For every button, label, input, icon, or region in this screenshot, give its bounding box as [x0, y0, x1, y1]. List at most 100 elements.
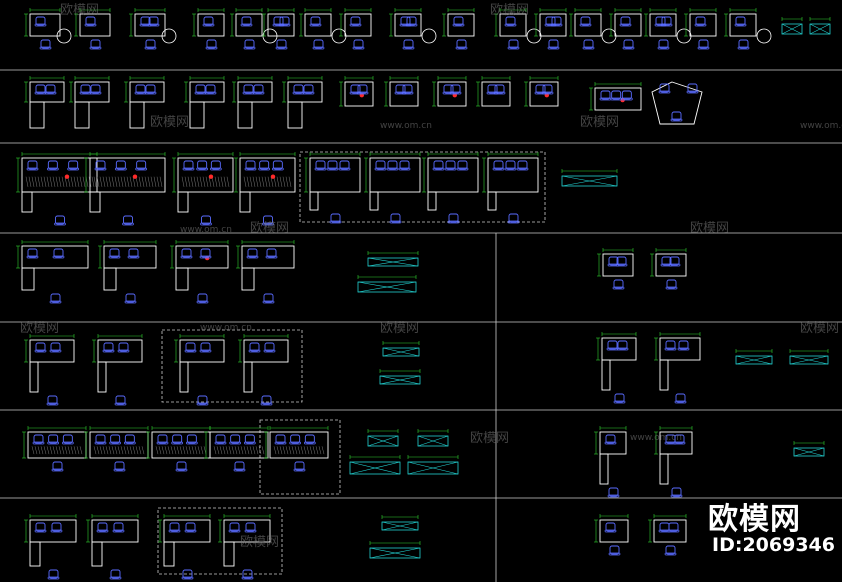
chair-icon — [147, 16, 160, 27]
desk-unit — [235, 13, 263, 37]
chair-icon — [49, 293, 62, 304]
desk-top — [344, 13, 372, 37]
desk-unit — [304, 13, 332, 37]
hatch-line — [67, 446, 71, 455]
hatch-line — [214, 176, 218, 187]
hatch-line — [288, 176, 292, 187]
desk-top — [729, 13, 757, 37]
chair-back — [243, 441, 256, 445]
chair-seat — [197, 395, 208, 405]
chair-back — [547, 46, 560, 50]
chair-back — [204, 91, 217, 95]
hatch-line — [82, 176, 86, 187]
chair-icon — [246, 248, 259, 259]
desk-top — [602, 253, 634, 277]
chair-back — [452, 23, 465, 27]
chair-back — [660, 23, 673, 27]
desk-unit — [29, 81, 65, 129]
chair-icon — [242, 84, 255, 95]
chair-seat — [695, 16, 706, 26]
desk-top — [594, 87, 642, 111]
chair-icon — [113, 461, 126, 472]
chair-back — [54, 222, 66, 226]
hatch-line — [303, 446, 307, 455]
chair-back — [52, 255, 65, 259]
chair-icon — [312, 39, 325, 50]
hatch-line — [58, 176, 62, 187]
chair-back — [51, 468, 64, 472]
chair-back — [329, 220, 342, 224]
hatch-line — [220, 176, 224, 187]
chair-back — [61, 441, 74, 445]
hatch-line — [123, 176, 127, 187]
hatch-line — [234, 446, 238, 455]
chair-back — [108, 255, 121, 259]
chair-seat — [51, 522, 62, 532]
desk-unit — [427, 157, 479, 211]
glass-panel-icon — [735, 355, 773, 365]
chair-seat — [113, 522, 124, 532]
chair-icon — [175, 461, 188, 472]
desk-unit — [729, 13, 757, 37]
chair-icon — [278, 16, 291, 27]
chair-icon — [26, 160, 39, 171]
hatch-line — [108, 176, 112, 187]
chair-seat — [27, 248, 38, 258]
chair-seat — [197, 293, 208, 303]
chair-seat — [487, 84, 498, 94]
panel-diagonal — [809, 23, 831, 35]
chair-icon — [184, 522, 197, 533]
hatch-line — [52, 176, 56, 187]
chair-icon — [50, 522, 63, 533]
desk-unit — [241, 245, 295, 291]
panel-diagonal — [381, 521, 419, 531]
chair-back — [124, 300, 137, 304]
chair-seat — [551, 16, 562, 26]
desk-unit — [394, 13, 422, 37]
chair-back — [184, 529, 197, 533]
glass-panel-icon — [381, 521, 419, 531]
chair-back — [293, 468, 306, 472]
hatch-line — [135, 446, 139, 455]
chair-seat — [185, 342, 196, 352]
chair-seat — [245, 522, 256, 532]
hatch-line — [193, 176, 197, 187]
chair-seat — [353, 39, 364, 49]
watermark-url-text: www.om.cn — [380, 121, 432, 131]
hatch-line — [138, 176, 142, 187]
chair-back — [109, 441, 122, 445]
glass-panel-icon — [789, 355, 829, 365]
chair-icon — [243, 39, 256, 50]
chair-seat — [68, 160, 79, 170]
chair-icon — [657, 39, 670, 50]
chair-icon — [244, 522, 257, 533]
chair-icon — [734, 16, 747, 27]
chair-icon — [94, 160, 107, 171]
chair-icon — [660, 16, 673, 27]
desk-unit — [79, 13, 111, 37]
watermark-brand-text: 欧模网 — [60, 3, 99, 18]
chair-icon — [117, 342, 130, 353]
hatch-line — [246, 446, 250, 455]
hatch-line — [222, 446, 226, 455]
chair-seat — [45, 84, 56, 94]
desk-top — [499, 13, 527, 37]
chair-seat — [605, 434, 616, 444]
chair-back — [49, 300, 62, 304]
chair-back — [694, 23, 707, 27]
chair-seat — [387, 160, 398, 170]
chair-icon — [293, 461, 306, 472]
chair-seat — [310, 16, 321, 26]
watermark-url-text: www.om.cn — [800, 121, 842, 131]
hatch-line — [258, 176, 262, 187]
chair-back — [196, 402, 209, 406]
desk-return — [89, 191, 101, 213]
panel-frame — [379, 375, 421, 385]
panel-diagonal — [379, 375, 421, 385]
chair-seat — [617, 340, 628, 350]
desk-top — [179, 339, 225, 363]
chair-seat — [669, 256, 680, 266]
desk-top — [437, 81, 467, 107]
chair-icon — [262, 293, 275, 304]
chair-back — [181, 576, 194, 580]
